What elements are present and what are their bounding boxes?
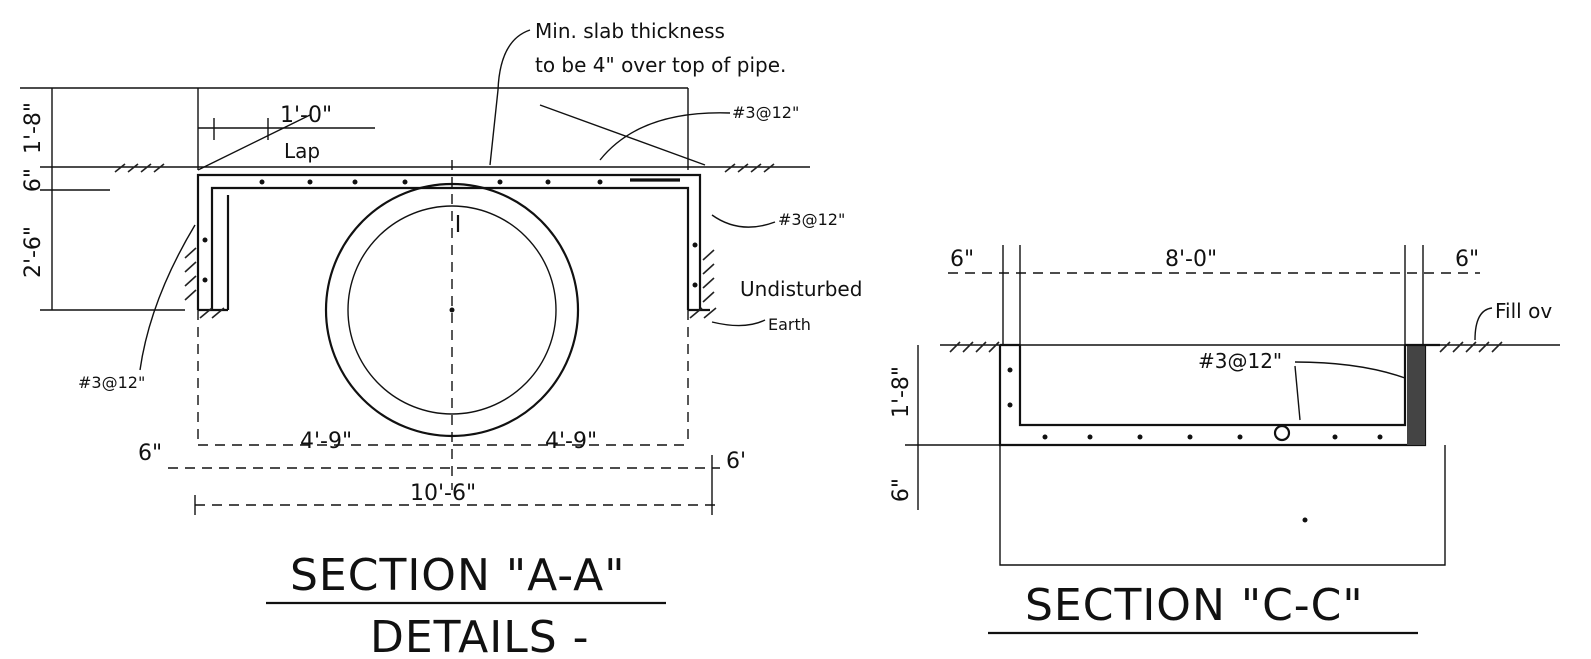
aa-rebar-right-leader [711, 214, 776, 228]
aa-note-line2: to be 4" over top of pipe. [535, 53, 786, 77]
aa-dim-slab: 6" [21, 168, 46, 192]
aa-ground-hatch-left [114, 163, 165, 173]
aa-rebar-right: #3@12" [778, 210, 845, 229]
cc-rebar: #3@12" [1198, 349, 1282, 373]
cc-dim-span: 8'-0" [1165, 247, 1217, 272]
aa-rebar-left: #3@12" [78, 373, 145, 392]
aa-dim-right-wall: 6' [726, 449, 746, 474]
aa-lap-label: Lap [284, 139, 320, 163]
aa-lap-dim: 1'-0" [280, 103, 332, 128]
cc-dim-height: 1'-8" [889, 366, 914, 418]
aa-title: SECTION "A-A" [290, 550, 625, 601]
cc-fill-note: Fill ov [1495, 299, 1552, 323]
cc-right-wall-fill [1407, 345, 1425, 445]
aa-note-leader [489, 29, 531, 166]
aa-dim-overall: 10'-6" [410, 481, 476, 506]
aa-dim-left-span: 4'-9" [300, 429, 352, 454]
aa-dim-left-wall: 6" [138, 441, 162, 466]
cc-inner-u [1018, 345, 1407, 427]
cc-ground-hatch [949, 341, 1503, 353]
aa-diag-left [197, 114, 311, 171]
aa-earth-line1: Undisturbed [740, 277, 862, 301]
aa-note-line1: Min. slab thickness [535, 19, 725, 43]
aa-earth-hatch [184, 247, 717, 319]
cc-fill-leader [1474, 307, 1493, 341]
section-aa: 1'-8" 6" 2'-6" 1'-0" Lap Min. slab thick… [20, 19, 862, 659]
aa-pipe-inner [347, 205, 557, 415]
aa-rebar-top-leader [599, 112, 731, 161]
aa-dim-top-slab: 1'-8" [21, 102, 46, 154]
aa-slab-inner [210, 186, 690, 310]
aa-earth-leader [711, 319, 766, 327]
section-cc: 6" 8'-0" 6" [889, 245, 1560, 635]
aa-slab-outline [196, 173, 702, 310]
cc-rebar-circle [1273, 424, 1291, 442]
aa-rebar-dots [202, 179, 698, 288]
aa-dim-right-span: 4'-9" [545, 429, 597, 454]
cc-dim-right: 6" [1455, 247, 1479, 272]
aa-ground-hatch-right [724, 163, 775, 173]
aa-pipe-center [449, 307, 455, 313]
cc-rebar-leader-1 [1294, 361, 1406, 379]
aa-subtitle: DETAILS - [370, 612, 590, 659]
cc-rebar-dots [1007, 367, 1383, 440]
aa-rebar-left-leader [139, 224, 196, 371]
aa-dim-wall: 2'-6" [21, 226, 46, 278]
cc-dim-base: 6" [889, 478, 914, 502]
cc-dim-left: 6" [950, 247, 974, 272]
cc-base-block [999, 445, 1446, 566]
cc-rebar-leader-2 [1294, 365, 1301, 421]
aa-diag-right [539, 104, 706, 166]
aa-earth-line2: Earth [768, 315, 811, 334]
cc-title: SECTION "C-C" [1025, 580, 1364, 631]
cc-base-dot [1302, 517, 1308, 523]
aa-rebar-top: #3@12" [732, 103, 799, 122]
